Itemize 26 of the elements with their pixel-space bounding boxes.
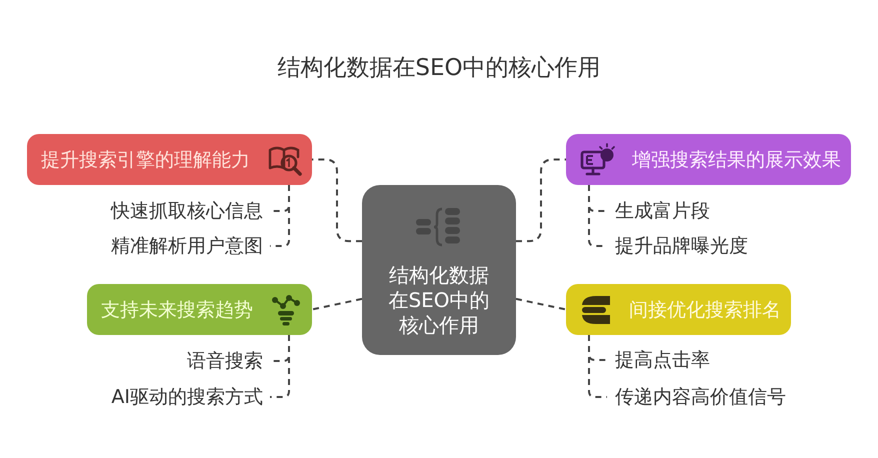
branch-title: 间接优化搜索排名 — [629, 298, 781, 322]
connector-line — [270, 185, 290, 247]
branch-title: 提升搜索引擎的理解能力 — [41, 148, 250, 172]
subtopic-label: 生成富片段 — [607, 198, 710, 224]
subtopic-label: 传递内容高价值信号 — [607, 384, 786, 410]
connector-line — [516, 298, 566, 310]
connector-line — [312, 158, 362, 242]
subtopic-label: AI驱动的搜索方式 — [111, 384, 270, 410]
subtopic-label: 提高点击率 — [607, 347, 710, 373]
connector-line — [516, 158, 566, 242]
connector-line — [312, 298, 362, 310]
branch-box — [566, 284, 791, 335]
central-topic-box — [362, 185, 516, 355]
subtopic-label: 快速抓取核心信息 — [111, 198, 270, 224]
branch-box — [27, 134, 312, 185]
diagram-title: 结构化数据在SEO中的核心作用 — [277, 54, 601, 83]
branch-box — [566, 134, 851, 185]
subtopic-label: 提升品牌曝光度 — [607, 233, 748, 259]
branch-box — [87, 284, 312, 335]
subtopic-label: 精准解析用户意图 — [111, 233, 270, 259]
branch-title: 增强搜索结果的展示效果 — [632, 148, 841, 172]
connector-line — [270, 335, 290, 398]
subtopic-label: 语音搜索 — [187, 348, 270, 374]
branch-title: 支持未来搜索趋势 — [101, 298, 253, 322]
central-topic-title: 结构化数据在SEO中的核心作用 — [387, 263, 491, 338]
connector-line — [588, 335, 607, 398]
